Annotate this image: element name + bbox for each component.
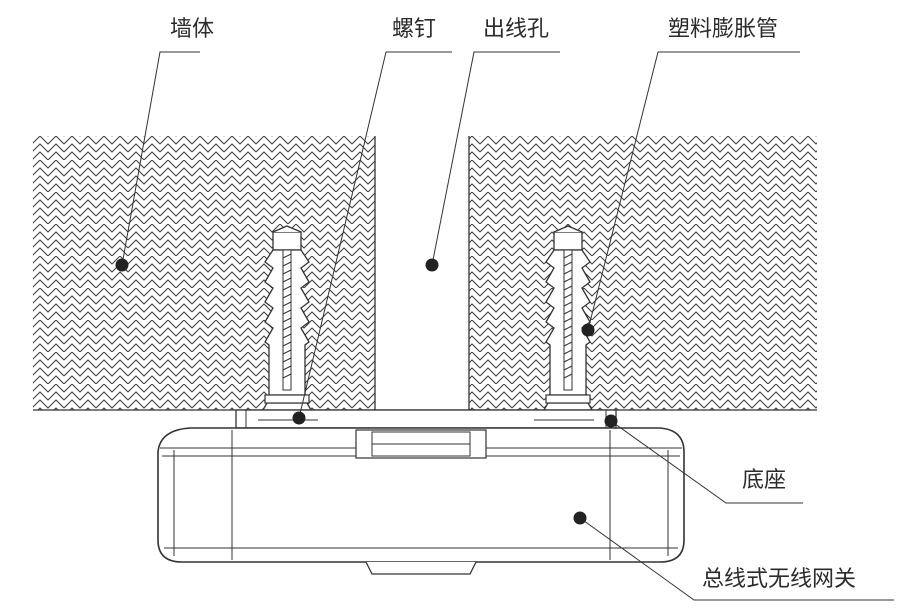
plastic-anchor-right	[542, 225, 594, 411]
wall-left-section	[33, 136, 375, 410]
leader-screw	[292, 51, 452, 425]
screw-head	[261, 402, 313, 411]
gateway-device	[157, 427, 685, 575]
gateway-bottom-foot	[365, 561, 477, 575]
label-wall: 墙体	[170, 17, 214, 42]
wall	[33, 136, 817, 411]
leader-gateway	[573, 511, 894, 601]
label-screw: 螺钉	[392, 17, 436, 42]
plastic-anchor-left	[261, 225, 313, 411]
label-base: 底座	[742, 468, 786, 493]
wall-right-section	[469, 136, 817, 410]
leader-base	[604, 414, 803, 504]
label-gateway: 总线式无线网关	[702, 567, 856, 592]
label-plastic-anchor: 塑料膨胀管	[668, 17, 778, 42]
leader-cable-hole	[425, 51, 560, 272]
leader-wall	[115, 51, 200, 272]
leader-plastic-anchor	[581, 51, 800, 337]
label-cable-hole: 出线孔	[483, 17, 549, 42]
